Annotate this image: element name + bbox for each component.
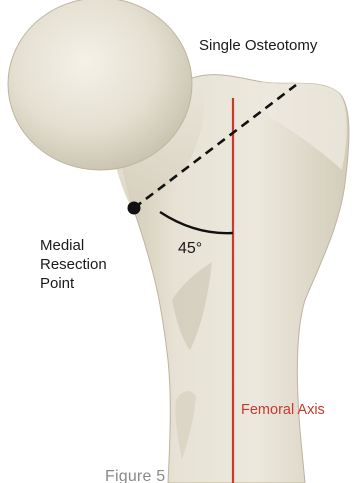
- medial-label-line-1: Medial: [40, 236, 107, 255]
- figure-caption: Figure 5: [105, 468, 165, 483]
- medial-label-line-2: Resection: [40, 255, 107, 274]
- medial-label-line-3: Point: [40, 274, 107, 293]
- medial-resection-point-marker: [128, 202, 141, 215]
- femoral-axis-label: Femoral Axis: [241, 401, 325, 419]
- osteotomy-label: Single Osteotomy: [199, 37, 317, 55]
- medial-resection-point-label: Medial Resection Point: [40, 236, 107, 293]
- angle-label: 45°: [178, 240, 202, 258]
- femoral-head-shape: [8, 0, 192, 170]
